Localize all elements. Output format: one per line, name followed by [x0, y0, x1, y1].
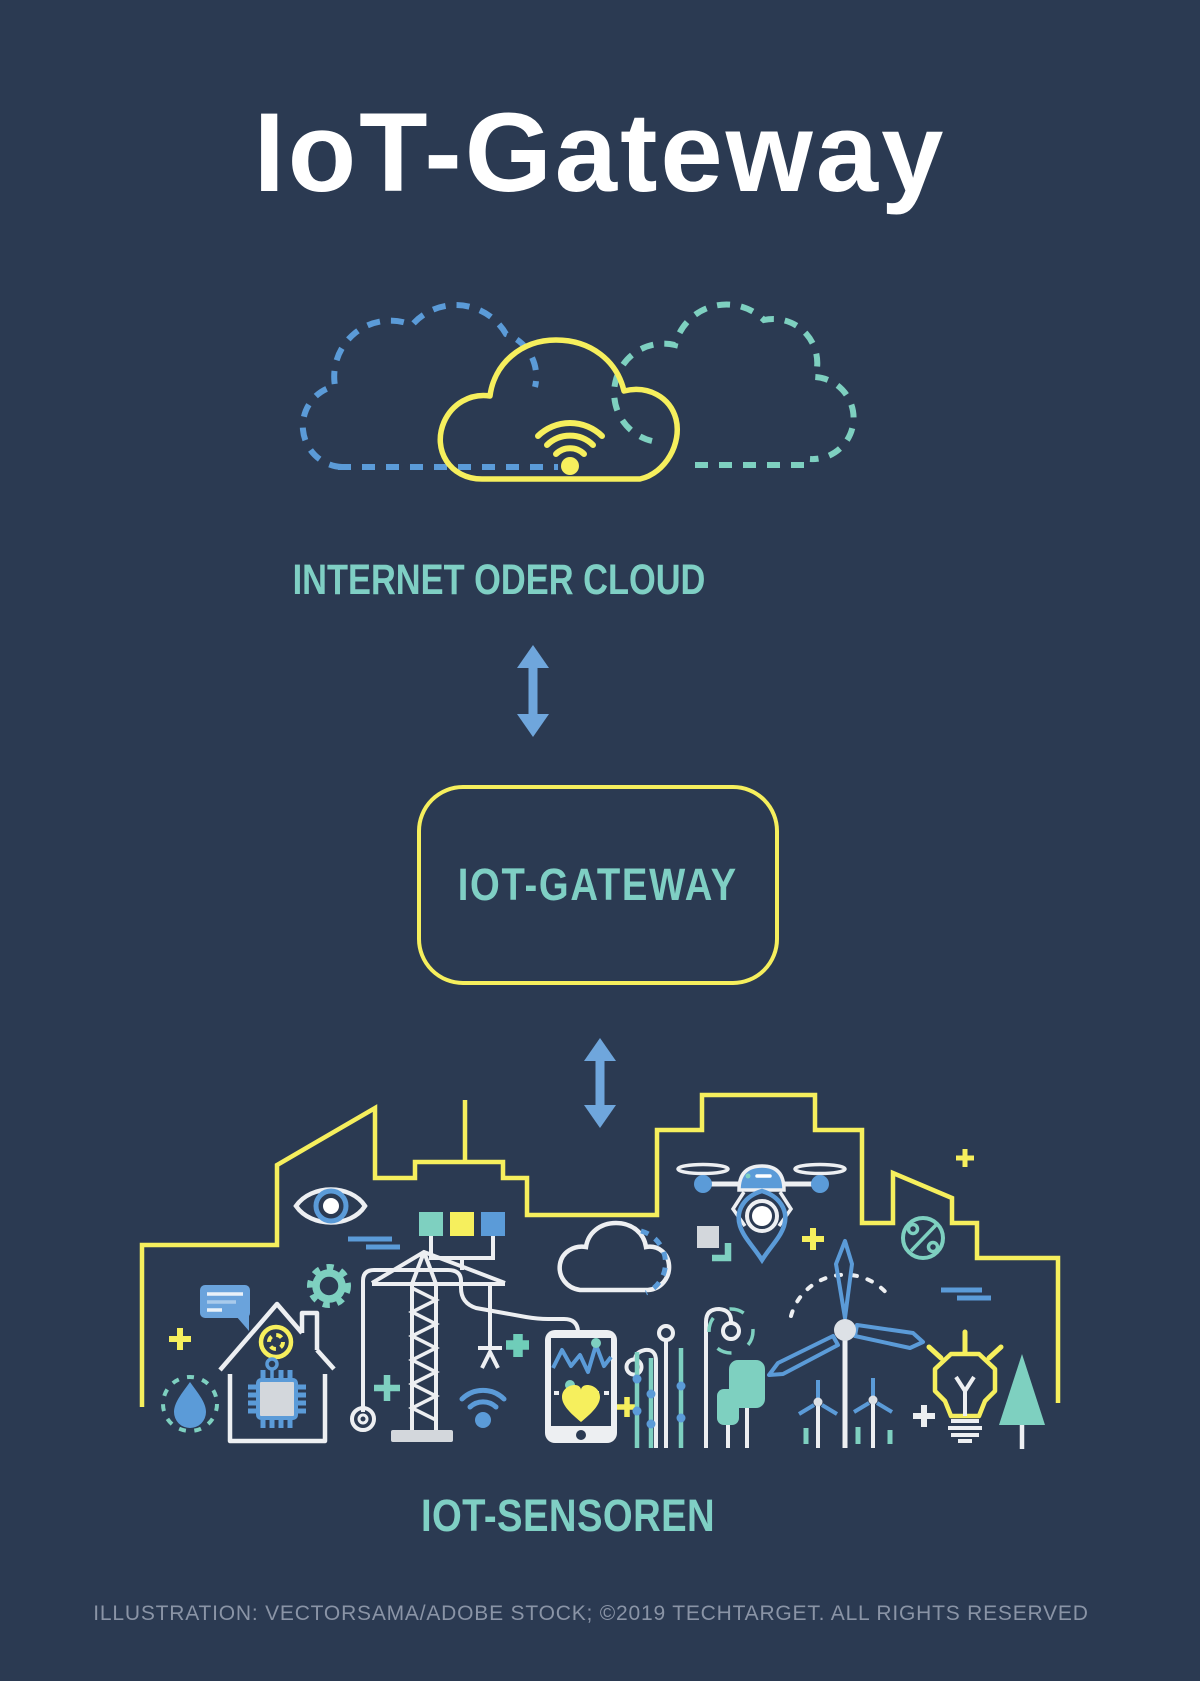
small-wind-turbines-icon — [797, 1378, 894, 1448]
wifi-icon — [459, 1387, 507, 1428]
arrow-cloud-gateway — [517, 645, 549, 737]
microchip-icon — [248, 1357, 306, 1428]
smart-home-icon — [218, 1301, 336, 1444]
drone-icon — [676, 1162, 847, 1265]
wifi-icon — [535, 420, 605, 475]
sensor-post-icon — [632, 1324, 686, 1448]
tree-icon — [999, 1354, 1045, 1449]
dashed-cloud-right-icon — [611, 301, 857, 468]
camera-pin-icon — [736, 1188, 788, 1265]
plus-icon — [169, 1149, 974, 1427]
gear-icon — [307, 1264, 351, 1308]
gateway-node: IOT-GATEWAY — [417, 785, 779, 985]
connector-wire — [350, 1268, 580, 1432]
sensors-label: IOT-SENSOREN — [420, 1490, 716, 1541]
tablet-health-icon — [545, 1330, 617, 1443]
dashed-cloud-left-icon — [299, 302, 558, 470]
wifi-cloud-icon — [437, 337, 680, 482]
gateway-label: IOT-GATEWAY — [457, 859, 739, 910]
tower-crane-icon — [370, 1250, 507, 1442]
percent-icon — [901, 1216, 945, 1260]
hook-icon — [350, 1406, 376, 1432]
medical-cross-icon — [506, 1334, 529, 1357]
shutter-camera-icon — [258, 1324, 294, 1360]
traffic-light-icon — [419, 1212, 505, 1270]
chat-bubble-icon — [200, 1285, 250, 1331]
signal-lines-icon — [348, 1236, 400, 1250]
eye-icon — [293, 1187, 368, 1225]
cloud-icon — [557, 1220, 672, 1296]
page-title: IoT-Gateway — [253, 90, 947, 215]
lightbulb-icon — [926, 1329, 1004, 1443]
city-skyline — [139, 1092, 1061, 1407]
heart-icon — [562, 1385, 600, 1422]
water-drop-icon — [161, 1375, 219, 1433]
sign-panel-icon — [717, 1360, 765, 1448]
arrow-gateway-sensors — [584, 1038, 616, 1128]
street-lamp-icon — [704, 1306, 755, 1448]
wind-turbine-icon — [767, 1239, 925, 1448]
signal-lines-icon — [941, 1287, 991, 1301]
layers-icon — [697, 1226, 732, 1262]
internet-cloud-label: INTERNET ODER CLOUD — [292, 556, 706, 604]
credits-footer: ILLUSTRATION: VECTORSAMA/ADOBE STOCK; ©2… — [93, 1602, 1089, 1625]
